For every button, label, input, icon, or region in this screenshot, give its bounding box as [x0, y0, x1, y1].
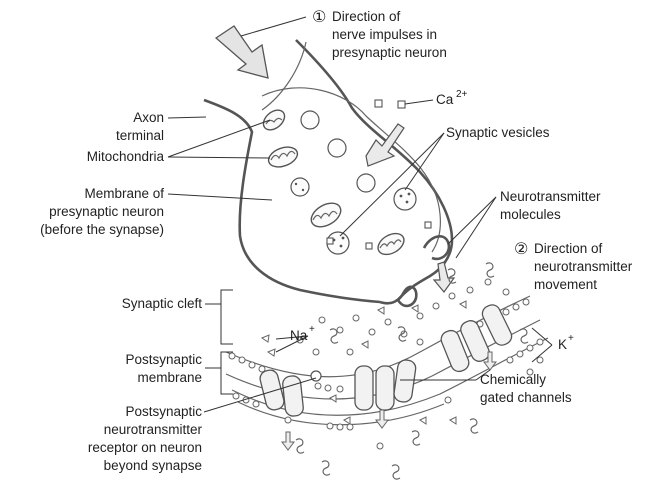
svg-text:K: K: [558, 337, 567, 352]
label-postsynaptic-membrane: Postsynaptic membrane: [125, 352, 202, 385]
svg-text:gated channels: gated channels: [480, 390, 572, 405]
label-potassium: K +: [558, 333, 574, 352]
leader-lines: [168, 17, 552, 412]
label-sodium: Na +: [290, 324, 315, 343]
label-impulse-direction: ① Direction of nerve impulses in presyna…: [312, 9, 447, 60]
svg-text:nerve impulses in: nerve impulses in: [332, 27, 437, 42]
svg-text:Axon: Axon: [133, 110, 164, 125]
svg-text:Direction of: Direction of: [534, 241, 603, 256]
svg-text:Chemically: Chemically: [480, 372, 546, 387]
svg-text:+: +: [309, 324, 315, 335]
svg-text:Neurotransmitter: Neurotransmitter: [500, 189, 601, 204]
svg-text:membrane: membrane: [137, 370, 202, 385]
svg-text:movement: movement: [534, 277, 597, 292]
axon-terminal: [204, 40, 452, 306]
svg-text:Membrane of: Membrane of: [84, 186, 164, 201]
label-synaptic-cleft: Synaptic cleft: [122, 296, 203, 311]
label-postsynaptic-receptor: Postsynaptic neurotransmitter receptor o…: [88, 404, 203, 473]
label-synaptic-vesicles: Synaptic vesicles: [446, 125, 550, 140]
svg-text:terminal: terminal: [116, 128, 164, 143]
svg-text:molecules: molecules: [500, 207, 561, 222]
impulse-direction-arrow: [216, 26, 268, 78]
label-axon-terminal: Axon terminal: [116, 110, 164, 143]
svg-text:beyond synapse: beyond synapse: [104, 458, 202, 473]
svg-text:presynaptic neuron: presynaptic neuron: [49, 204, 164, 219]
svg-text:neurotransmitter: neurotransmitter: [104, 422, 203, 437]
svg-text:Postsynaptic: Postsynaptic: [125, 404, 202, 419]
svg-text:Ca: Ca: [436, 92, 454, 107]
label-mitochondria: Mitochondria: [87, 149, 165, 164]
step-number-1: ①: [312, 9, 326, 26]
svg-text:Postsynaptic: Postsynaptic: [125, 352, 202, 367]
label-calcium: Ca 2+: [436, 89, 468, 107]
svg-text:neurotransmitter: neurotransmitter: [534, 259, 633, 274]
svg-text:receptor on neuron: receptor on neuron: [88, 440, 202, 455]
svg-text:2+: 2+: [456, 89, 468, 100]
svg-text:presynaptic neuron: presynaptic neuron: [332, 45, 447, 60]
label-presynaptic-membrane: Membrane of presynaptic neuron (before t…: [40, 186, 164, 237]
label-neurotransmitter-molecules: Neurotransmitter molecules: [500, 189, 601, 222]
svg-text:(before the synapse): (before the synapse): [40, 222, 164, 237]
label-chemically-gated-channels: Chemically gated channels: [480, 372, 572, 405]
label-neurotransmitter-direction: ② Direction of neurotransmitter movement: [514, 241, 633, 292]
svg-text:Na: Na: [290, 328, 308, 343]
step-number-2: ②: [514, 241, 528, 258]
svg-text:+: +: [568, 333, 574, 344]
svg-text:Direction of: Direction of: [332, 9, 401, 24]
